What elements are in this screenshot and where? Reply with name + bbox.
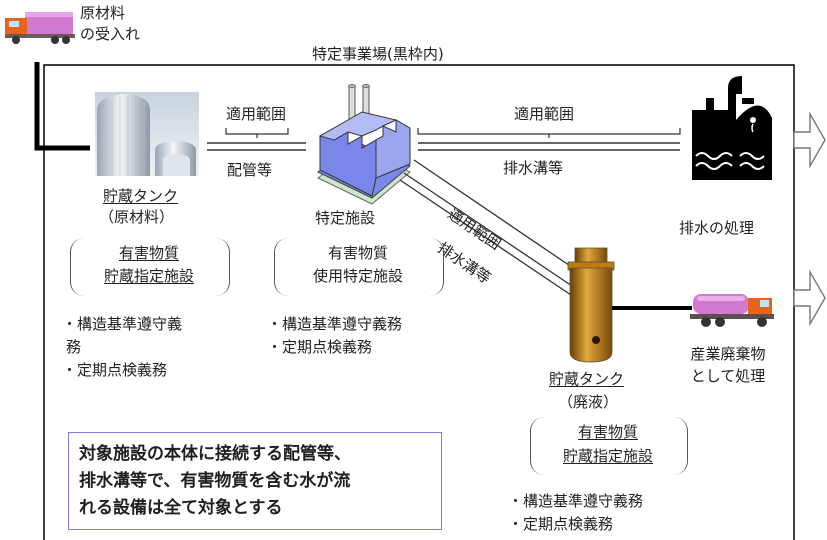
tank-waste-box-line2: 貯蔵指定施設 [562, 447, 653, 465]
tank-raw-box-line1: 有害物質 [118, 244, 179, 262]
factory-box-line2: 使用特定施設 [312, 267, 403, 285]
truck-top-label-line2: の受入れ [80, 25, 141, 43]
storage-tank-waste-icon [567, 247, 615, 363]
outflow-arrow-waste-icon [793, 269, 826, 327]
truck-waste-label-line1: 産業廃棄物 [690, 345, 766, 363]
tank-raw-duty-1: ・構造基準遵守義 [62, 315, 183, 333]
tank-raw-duty-1b: 務 [66, 338, 82, 356]
callout-line-3: れる設備は全て対象とする [79, 498, 283, 518]
factory-designation-box [274, 238, 444, 296]
scope-label-right: 適用範囲 [514, 105, 575, 123]
tank-waste-name: 貯蔵タンク [549, 370, 625, 388]
callout-line-2: 排水溝等で、有害物質を含む水が流 [79, 471, 351, 491]
pipe-tank-to-factory [207, 142, 306, 151]
drain-label-right: 排水溝等 [503, 159, 564, 177]
truck-waste-icon [690, 294, 774, 327]
tank-raw-name: 貯蔵タンク [103, 187, 179, 205]
factory-duty-2: ・定期点検義務 [267, 338, 373, 356]
tank-raw-designation-box [70, 238, 230, 296]
tank-waste-sub: （廃液） [558, 393, 619, 411]
tank-waste-box-line1: 有害物質 [577, 423, 638, 441]
factory-box-line1: 有害物質 [327, 244, 388, 262]
tank-raw-box-line2: 貯蔵指定施設 [103, 267, 194, 285]
wastewater-treatment-icon [692, 76, 772, 180]
tank-raw-duty-2: ・定期点検義務 [62, 361, 168, 379]
scope-bracket-right [417, 128, 681, 138]
callout-line-1: 対象施設の本体に接続する配管等、 [79, 444, 351, 464]
factory-name: 特定施設 [315, 209, 376, 227]
callout-box: 対象施設の本体に接続する配管等、 排水溝等で、有害物質を含む水が流 れる設備は全… [68, 432, 442, 530]
scope-label-left: 適用範囲 [226, 105, 287, 123]
truck-top-label-line1: 原材料 [80, 4, 126, 22]
factory-icon [317, 84, 411, 205]
tank-raw-sub: （原材料） [99, 208, 175, 226]
drain-factory-to-treatment [418, 142, 680, 151]
tank-waste-duty-2: ・定期点検義務 [508, 515, 614, 533]
site-title: 特定事業場(黒枠内) [312, 45, 444, 63]
truck-raw-material-icon [5, 12, 75, 44]
wastewater-label: 排水の処理 [679, 219, 755, 237]
outflow-arrow-water-icon [793, 111, 826, 169]
scope-bracket-left [225, 128, 289, 138]
incoming-pipe [34, 62, 90, 151]
truck-waste-label-line2: として処理 [690, 367, 766, 385]
factory-duty-1: ・構造基準遵守義務 [267, 315, 403, 333]
pipe-label-left: 配管等 [227, 161, 273, 179]
drain-factory-to-waste-tank [399, 159, 583, 296]
tank-waste-designation-box [530, 417, 688, 475]
tank-waste-duty-1: ・構造基準遵守義務 [508, 492, 644, 510]
storage-tank-raw-icon [95, 92, 199, 176]
